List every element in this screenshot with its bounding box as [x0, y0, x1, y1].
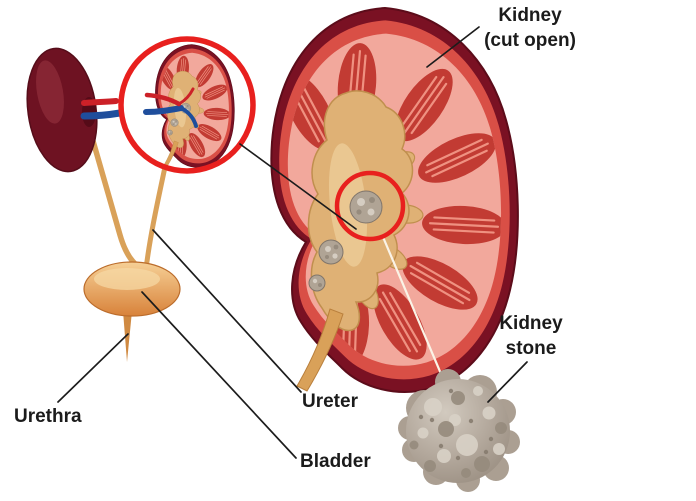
mini-renal-artery-branch — [177, 87, 195, 106]
kidney-cutaway — [270, 6, 519, 393]
left-urinary-system — [26, 47, 181, 362]
stone-pointer-line — [381, 235, 449, 390]
kidney-stone-pointer-line — [487, 361, 528, 403]
renal-artery — [81, 98, 119, 106]
urethra — [123, 311, 132, 362]
label-kidney-stone-line2: stone — [505, 338, 557, 359]
mini-renal-artery — [144, 92, 182, 107]
label-bladder: Bladder — [300, 451, 371, 472]
kidney-stone-small-2 — [318, 239, 344, 265]
mini-kidney-vessels — [143, 87, 198, 128]
bladder — [83, 261, 181, 317]
annotation-circle-stone — [334, 170, 406, 242]
bladder-pointer-line — [141, 291, 297, 459]
stone-texture — [409, 386, 507, 478]
kidney-stone-small-3 — [308, 274, 326, 292]
urethra-pointer-line — [57, 333, 129, 403]
circle-to-kidney-pointer-line — [239, 143, 357, 230]
label-kidney-cut-open-line1: Kidney — [498, 5, 562, 26]
left-kidney — [26, 47, 98, 173]
label-kidney-cut-open-line2: (cut open) — [484, 30, 576, 51]
annotation-circle-kidney — [118, 36, 256, 174]
kidney-cut-open-pointer-line — [426, 26, 480, 68]
right-ureter — [143, 164, 168, 272]
mini-renal-vein — [143, 105, 184, 115]
label-kidney-stone: Kidney stone — [494, 311, 568, 361]
label-urethra: Urethra — [14, 406, 82, 427]
kidney-highlight — [36, 60, 64, 124]
kidney-stone-small-1 — [349, 190, 383, 224]
renal-vein — [80, 109, 124, 120]
kidney-stone-enlarged — [398, 369, 520, 492]
ureter-pointer-line — [152, 229, 302, 393]
label-ureter: Ureter — [302, 391, 358, 412]
label-pointer-lines — [57, 26, 528, 459]
label-kidney-stone-line1: Kidney — [499, 313, 563, 334]
label-kidney-cut-open: Kidney (cut open) — [472, 3, 588, 53]
mini-renal-vein-branch — [179, 106, 198, 128]
bladder-highlight — [94, 268, 160, 290]
ureter-tube — [296, 308, 344, 392]
